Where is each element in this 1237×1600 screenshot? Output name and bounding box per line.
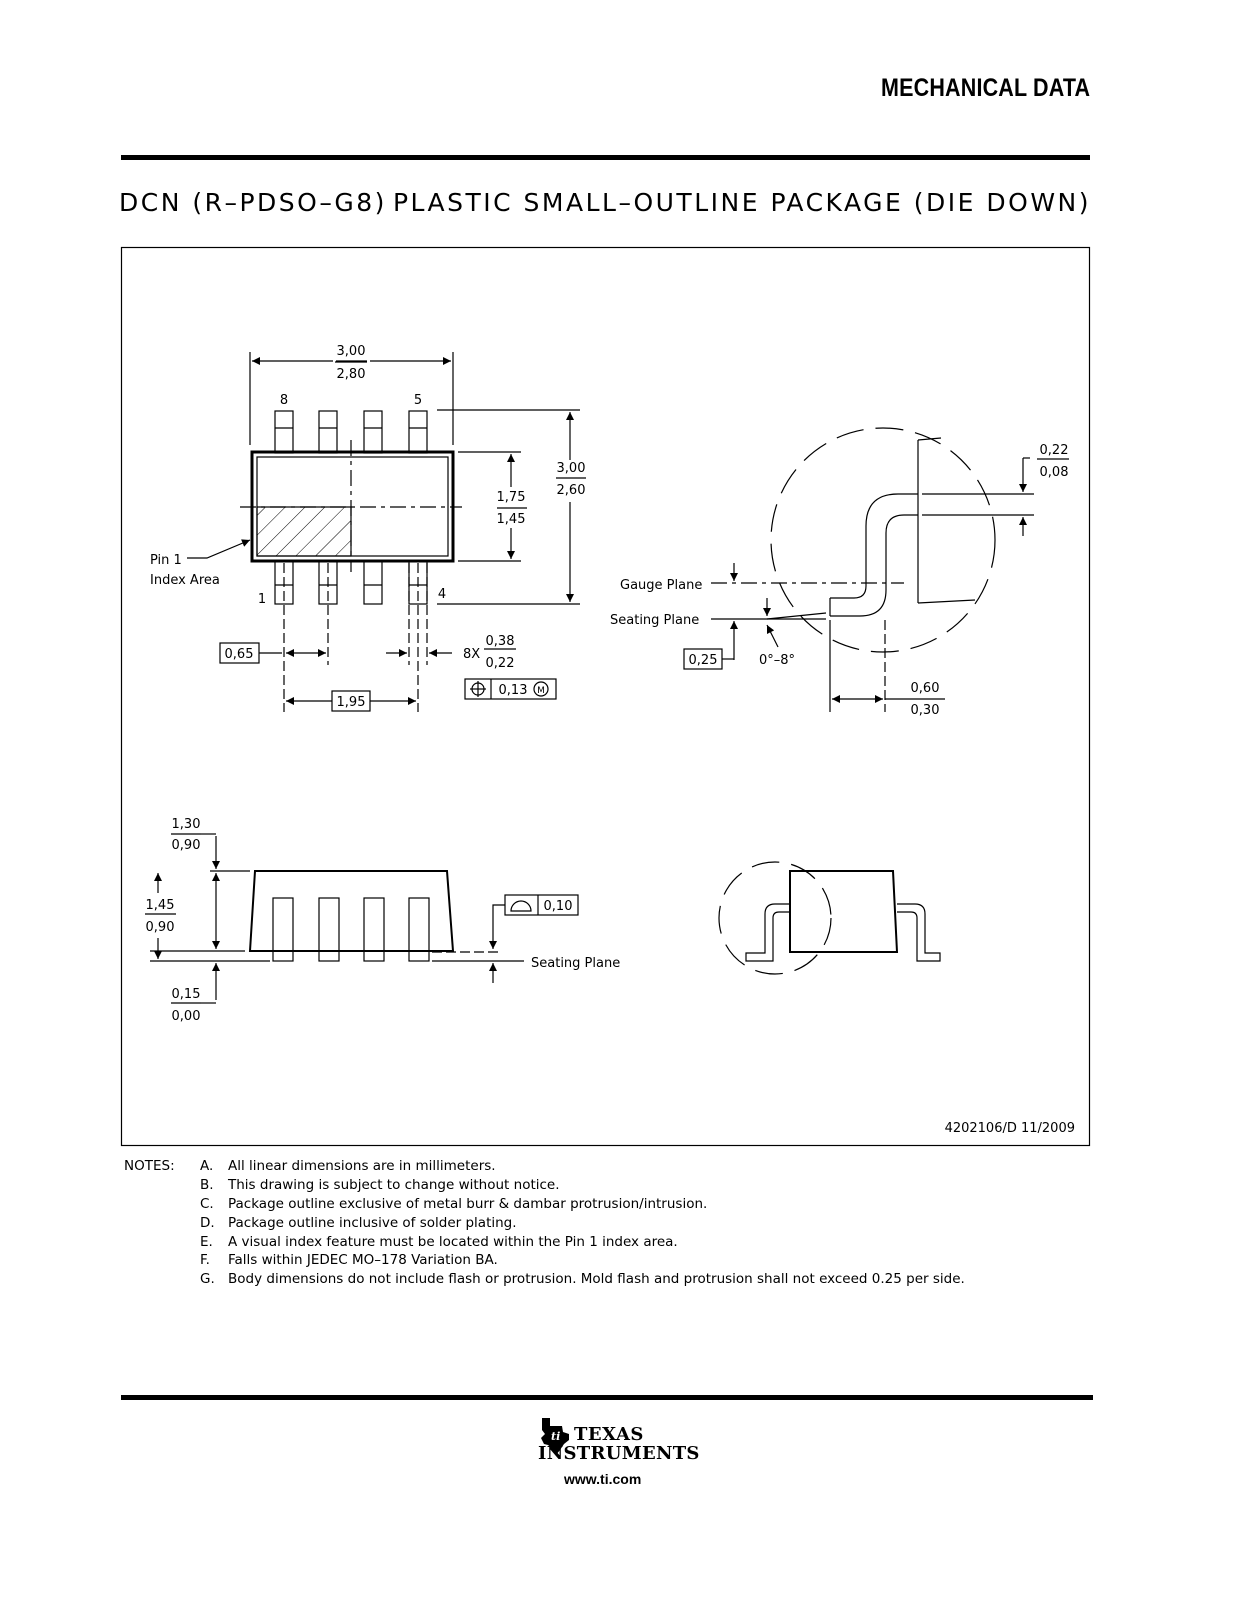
note-item: B.This drawing is subject to change with…	[200, 1177, 560, 1193]
side-view	[145, 833, 579, 1004]
overall-min: 2,60	[557, 483, 586, 498]
overall-max: 3,00	[557, 461, 586, 476]
mmc-modifier: M	[537, 686, 545, 696]
svg-text:ti: ti	[551, 1430, 560, 1443]
side-standoff-max: 0,15	[172, 987, 201, 1002]
logo-wordmark: TEXAS INSTRUMENTS	[538, 1424, 700, 1463]
foot-length-min: 0,30	[911, 703, 940, 718]
detail-standoff-min: 0,08	[1040, 465, 1069, 480]
top-view	[187, 352, 586, 712]
page-title: MECHANICAL DATA	[880, 74, 1090, 102]
logo-line2: INSTRUMENTS	[538, 1443, 700, 1464]
notes-heading: NOTES:	[124, 1158, 175, 1174]
side-seating-plane-label: Seating Plane	[531, 956, 620, 971]
coplanarity-value: 0,10	[544, 899, 573, 914]
side-view-labels: 1,30 0,90 1,45 0,90 0,15 0,00 0,10 Seati…	[146, 817, 621, 1024]
note-item: C.Package outline exclusive of metal bur…	[200, 1196, 708, 1212]
side-standoff-min: 0,00	[172, 1009, 201, 1024]
detail-view	[683, 427, 1069, 712]
lead-width-min: 0,22	[486, 656, 515, 671]
lead-width-max: 0,38	[486, 634, 515, 649]
package-code: DCN (R–PDSO–G8)	[119, 188, 387, 217]
ti-logo: ti TEXAS INSTRUMENTS	[536, 1416, 699, 1488]
foot-length-max: 0,60	[911, 681, 940, 696]
pin-8-label: 8	[280, 393, 288, 408]
angle-range: 0°–8°	[759, 653, 795, 668]
note-item: A.All linear dimensions are in millimete…	[200, 1158, 496, 1174]
top-divider	[121, 155, 1090, 160]
detail-view-labels: 0,22 0,08 Gauge Plane Seating Plane 0,25…	[610, 443, 1068, 718]
package-description: PLASTIC SMALL–OUTLINE PACKAGE (DIE DOWN)	[392, 188, 1091, 217]
body-min: 1,45	[497, 512, 526, 527]
texas-state-icon: ti	[541, 1418, 569, 1455]
drawing-frame	[120, 246, 1091, 1147]
width-min: 2,80	[337, 367, 366, 382]
footer-url[interactable]: www.ti.com	[564, 1471, 642, 1487]
side-height-min: 0,90	[172, 838, 201, 853]
note-item: D.Package outline inclusive of solder pl…	[200, 1215, 517, 1231]
logo-line1: TEXAS	[574, 1424, 644, 1445]
gauge-plane-label: Gauge Plane	[620, 578, 702, 593]
lead-count: 8X	[463, 647, 480, 662]
gauge-height: 0,25	[689, 653, 718, 668]
side-height-max: 1,30	[172, 817, 201, 832]
pin1-label-line2: Index Area	[150, 573, 220, 588]
pin-4-label: 4	[438, 587, 446, 602]
pitch-value: 0,65	[225, 647, 254, 662]
top-view-labels: 3,00 2,80 8 5 1 4 3,00 2,60 1,75 1,45 Pi…	[150, 344, 585, 710]
pin1-label-line1: Pin 1	[150, 553, 182, 568]
end-view	[718, 861, 941, 975]
detail-seating-plane-label: Seating Plane	[610, 613, 699, 628]
side-body-max: 1,45	[146, 898, 175, 913]
body-max: 1,75	[497, 490, 526, 505]
position-tolerance: 0,13	[499, 683, 528, 698]
bottom-divider	[121, 1395, 1093, 1400]
side-body-min: 0,90	[146, 920, 175, 935]
width-max: 3,00	[337, 344, 366, 359]
note-item: G.Body dimensions do not include flash o…	[200, 1271, 965, 1287]
span-value: 1,95	[337, 695, 366, 710]
note-item: E.A visual index feature must be located…	[200, 1234, 678, 1250]
detail-standoff-max: 0,22	[1040, 443, 1069, 458]
drawing-number: 4202106/D 11/2009	[945, 1121, 1075, 1136]
note-item: F.Falls within JEDEC MO–178 Variation BA…	[200, 1252, 498, 1268]
pin-1-label: 1	[258, 592, 266, 607]
pin-5-label: 5	[414, 393, 422, 408]
